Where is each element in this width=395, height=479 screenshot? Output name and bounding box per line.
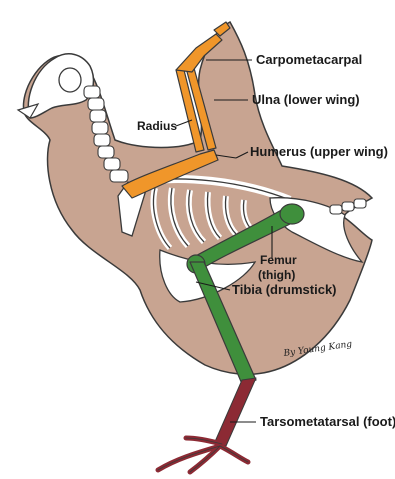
label-tarsometatarsal: Tarsometatarsal (foot) (260, 414, 395, 429)
foot-bones (158, 378, 256, 472)
label-ulna: Ulna (lower wing) (252, 92, 360, 107)
label-carpometacarpal: Carpometacarpal (256, 52, 362, 67)
tarsometatarsal-bone (214, 378, 256, 446)
label-femur: Femur (260, 253, 297, 267)
label-humerus: Humerus (upper wing) (250, 144, 388, 159)
label-tibia: Tibia (drumstick) (232, 282, 337, 297)
label-femur-sub: (thigh) (258, 268, 295, 282)
label-radius: Radius (137, 119, 177, 133)
